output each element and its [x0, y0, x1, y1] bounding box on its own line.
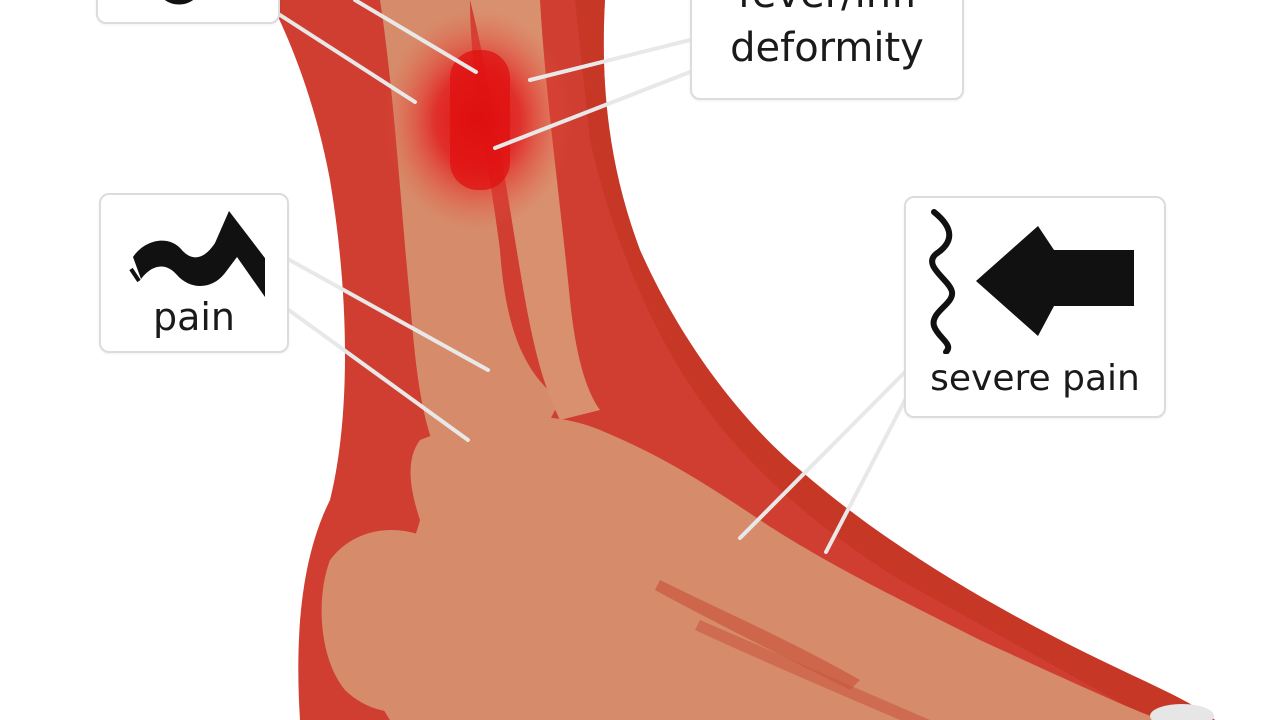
label-box-topleft — [96, 0, 280, 24]
leader-topleft-2 — [353, 0, 478, 74]
label-box-severe-pain: severe pain — [904, 196, 1166, 418]
circle-target-icon — [164, 0, 194, 5]
arrow-left-icon — [976, 226, 1134, 336]
leader-fever-1 — [528, 38, 692, 82]
metatarsal-gap — [655, 580, 860, 690]
leader-severe-1 — [738, 370, 907, 540]
foot-bones — [366, 416, 1160, 720]
pain-zigzag-icon — [129, 211, 265, 297]
leader-severe-2 — [824, 398, 907, 554]
severe-pain-label: severe pain — [930, 358, 1140, 399]
label-box-fever: fever/infl deformity — [690, 0, 964, 100]
inflammation-core — [450, 50, 510, 190]
label-box-pain: pain — [99, 193, 289, 353]
leader-pain-2 — [284, 306, 470, 442]
pain-label: pain — [152, 295, 236, 339]
fever-label-line2: deformity — [730, 25, 924, 71]
leader-fever-2 — [493, 70, 692, 150]
leader-lines — [278, 0, 907, 554]
wave-line-icon — [929, 209, 955, 354]
skin-shade — [575, 0, 1215, 720]
metatarsal-gap-2 — [695, 620, 930, 720]
leader-topleft-1 — [278, 13, 417, 104]
leader-pain-1 — [284, 256, 490, 372]
toenail — [1150, 704, 1214, 720]
fever-label-line1: fever/infl — [692, 0, 962, 16]
heel-bone — [321, 530, 471, 713]
